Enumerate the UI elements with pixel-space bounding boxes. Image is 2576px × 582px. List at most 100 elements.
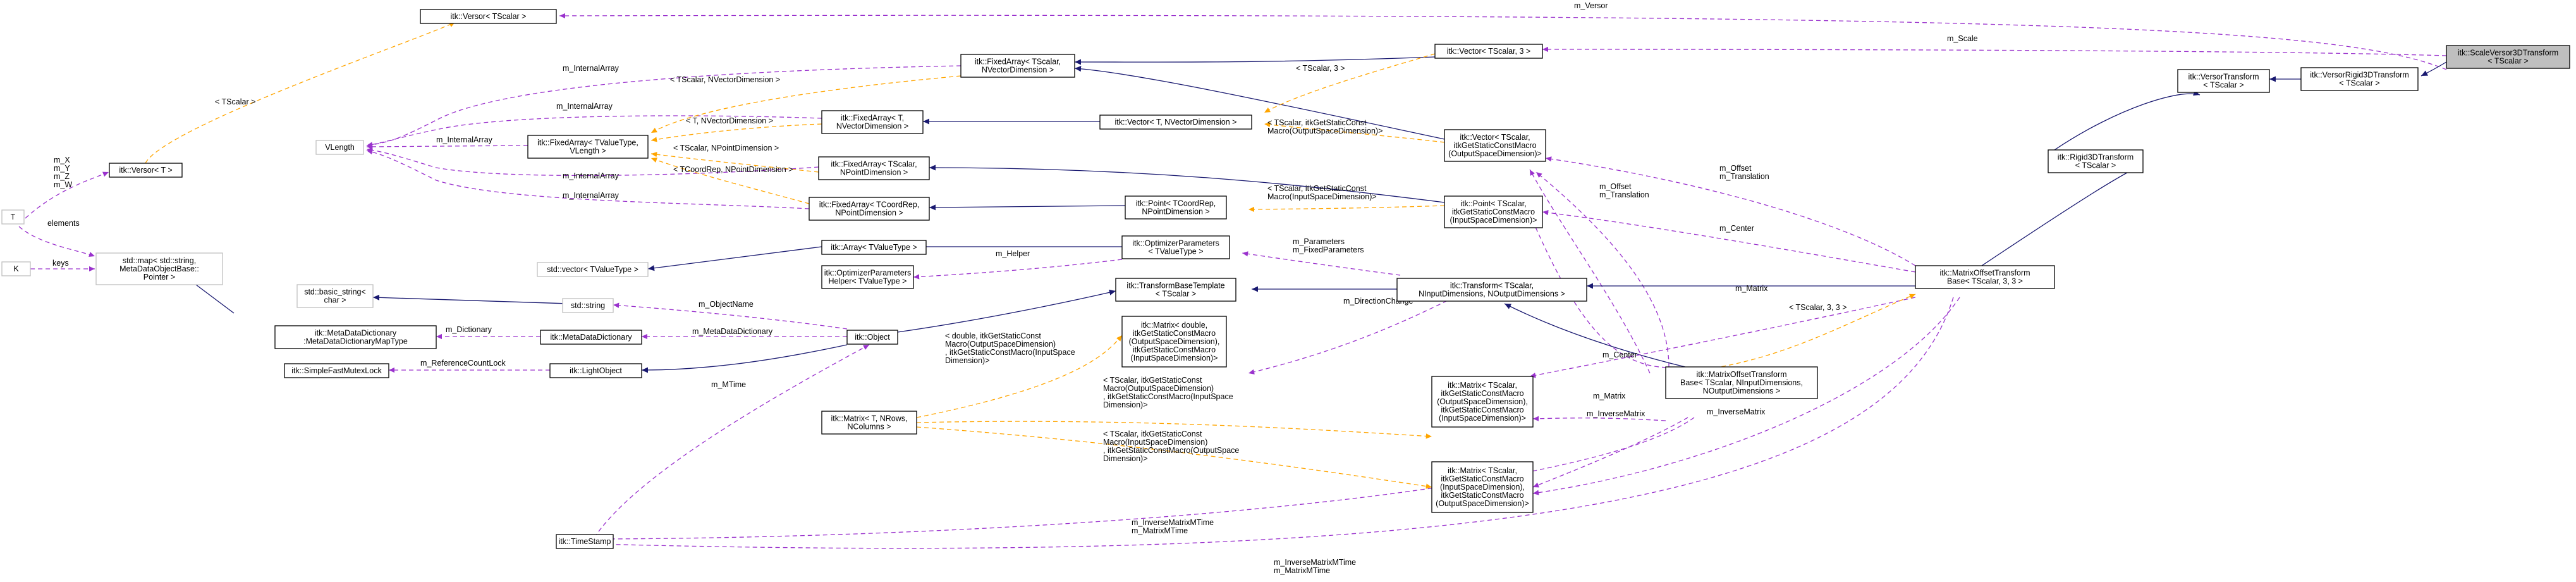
edge-label: m_InverseMatrix <box>1707 407 1766 416</box>
class-node[interactable]: itk::FixedArray< TCoordRep,NPointDimensi… <box>809 197 930 221</box>
edge-label: m_InternalArray <box>556 102 613 111</box>
edge-label: m_Center <box>1602 350 1637 359</box>
class-node-label: NPointDimension > <box>1142 207 1209 216</box>
class-node[interactable]: itk::Vector< TScalar,itkGetStaticConstMa… <box>1444 129 1546 162</box>
class-node-label: itkGetStaticConstMacro <box>1133 329 1216 338</box>
edge-label-line: m_ObjectName <box>699 300 754 309</box>
class-node: T <box>1 209 25 225</box>
class-node[interactable]: itk::FixedArray< TScalar,NVectorDimensio… <box>960 54 1075 78</box>
class-node-label: (OutputSpaceDimension), <box>1129 337 1220 346</box>
class-node[interactable]: itk::Versor< T > <box>109 163 183 178</box>
class-node-box <box>1915 265 2055 289</box>
class-node-label: Helper< TValueType > <box>829 277 907 286</box>
class-node[interactable]: itk::FixedArray< TValueType,VLength > <box>527 135 649 159</box>
edge-label-line: < TScalar, itkGetStaticConst <box>1267 184 1367 193</box>
class-node[interactable]: itk::TransformBaseTemplate< TScalar > <box>1115 278 1236 302</box>
class-node-label: itk::Versor< TScalar > <box>451 12 527 21</box>
class-node-label: T <box>11 213 16 221</box>
class-node[interactable]: itk::Array< TValueType > <box>821 240 927 255</box>
class-node-label: (InputSpaceDimension), <box>1440 483 1525 492</box>
class-node-label: itk::LightObject <box>570 366 622 375</box>
class-node-label: < TScalar > <box>2487 57 2528 66</box>
class-node[interactable]: itk::SimpleFastMutexLock <box>284 363 389 378</box>
edge-usage-internal3 <box>366 144 528 150</box>
edge-label-line: m_Dictionary <box>446 325 492 334</box>
edge-label: m_MetaDataDictionary <box>692 327 773 336</box>
class-node-box <box>1431 376 1534 428</box>
edge-label: < TScalar > <box>215 97 255 106</box>
class-node-box <box>821 411 917 435</box>
class-node-label: itk::Matrix< T, NRows, <box>831 414 908 423</box>
class-node-box <box>527 135 649 159</box>
edge-label-line: < TScalar, itkGetStaticConst <box>1103 376 1202 385</box>
class-node[interactable]: itk::LightObject <box>549 363 642 378</box>
class-node-box <box>540 330 642 345</box>
class-node-label: NPointDimension > <box>840 168 908 177</box>
edge-template-fa-npoint <box>650 152 819 173</box>
edge-inherit-rigid3d-versortr <box>2054 90 2201 151</box>
class-node-label: NOutputDimensions > <box>1703 387 1781 395</box>
class-node[interactable]: itk::MetaDataDictionary:MetaDataDictiona… <box>274 325 437 349</box>
class-node-label: std::vector< TValueType > <box>547 265 638 274</box>
class-node[interactable]: itk::Versor< TScalar > <box>420 9 557 24</box>
class-node-box <box>960 54 1075 78</box>
class-node-label: NInputDimensions, NOutputDimensions > <box>1419 290 1565 299</box>
class-node[interactable]: itk::Matrix< T, NRows,NColumns > <box>821 411 917 435</box>
class-node[interactable]: itk::Object <box>846 330 898 345</box>
class-node-label: (InputSpaceDimension)> <box>1450 216 1537 225</box>
class-node[interactable]: itk::VersorTransform< TScalar > <box>2177 69 2270 93</box>
class-node-label: (InputSpaceDimension)> <box>1439 414 1526 423</box>
class-node-label: std::string <box>571 301 605 310</box>
edge-inherit-object <box>897 289 1116 333</box>
edge-label: m_Matrix <box>1735 284 1768 293</box>
class-node[interactable]: itk::Matrix< TScalar,itkGetStaticConstMa… <box>1431 461 1534 513</box>
class-node[interactable]: itk::Rigid3DTransform< TScalar > <box>2048 149 2144 173</box>
class-node[interactable]: itk::Vector< T, NVectorDimension > <box>1099 115 1252 130</box>
class-node-box <box>296 284 374 308</box>
class-node-label: Base< TScalar, NInputDimensions, <box>1680 378 1803 387</box>
class-node-label: itk::VersorRigid3DTransform <box>2310 71 2409 80</box>
edge-label: m_Center <box>1719 224 1754 233</box>
edge-usage-matrix2 <box>1532 416 1666 421</box>
class-node[interactable]: itk::VersorRigid3DTransform< TScalar > <box>2300 67 2419 91</box>
class-node-label: itk::MatrixOffsetTransform <box>1939 269 2030 278</box>
class-node[interactable]: itk::OptimizerParameters< TValueType > <box>1121 235 1230 259</box>
class-node[interactable]: itk::Point< TScalar,itkGetStaticConstMac… <box>1444 195 1543 228</box>
class-node[interactable]: itk::TimeStamp <box>556 534 614 549</box>
class-node[interactable]: itk::Point< TCoordRep,NPointDimension > <box>1125 195 1227 220</box>
class-node: K <box>1 261 31 276</box>
edge-label: m_ObjectName <box>699 300 754 309</box>
class-node[interactable]: itk::Matrix< TScalar,itkGetStaticConstMa… <box>1431 376 1534 428</box>
edge-label-line: m_InternalArray <box>556 102 613 111</box>
class-node-label: VLength > <box>570 147 606 156</box>
edge-label-line: m_FixedParameters <box>1293 245 1364 254</box>
class-node-label: char > <box>324 296 346 305</box>
edge-usage-objectname <box>613 302 848 330</box>
edge-template-matrix-in-out <box>916 426 1432 489</box>
class-node-box <box>1444 129 1546 162</box>
class-node[interactable]: itk::Matrix< double,itkGetStaticConstMac… <box>1121 316 1227 368</box>
class-node[interactable]: itk::Vector< TScalar, 3 > <box>1434 44 1543 59</box>
class-node-box <box>809 197 930 221</box>
edge-label: m_Matrix <box>1593 392 1626 400</box>
class-node-label: itkGetStaticConstMacro <box>1441 474 1523 483</box>
edge-label-line: m_InverseMatrix <box>1707 407 1766 416</box>
edge-label: < TCoordRep, NPointDimension > <box>673 165 793 174</box>
edge-label: m_Helper <box>996 249 1030 258</box>
class-node[interactable]: itk::FixedArray< T,NVectorDimension > <box>821 110 924 134</box>
class-node-box <box>284 363 389 378</box>
edge-label-line: < TScalar > <box>215 97 255 106</box>
class-node[interactable]: itk::MetaDataDictionary <box>540 330 642 345</box>
class-node-label: < TScalar > <box>1156 290 1196 299</box>
edge-template-matrix-double <box>916 335 1123 418</box>
class-node[interactable]: itk::Transform< TScalar,NInputDimensions… <box>1396 278 1587 302</box>
class-node-label: itk::TransformBaseTemplate <box>1126 282 1224 290</box>
edge-label-line: m_MTime <box>711 380 746 389</box>
class-node[interactable]: itk::FixedArray< TScalar,NPointDimension… <box>818 156 930 180</box>
edge-label: m_InternalArray <box>563 64 620 73</box>
